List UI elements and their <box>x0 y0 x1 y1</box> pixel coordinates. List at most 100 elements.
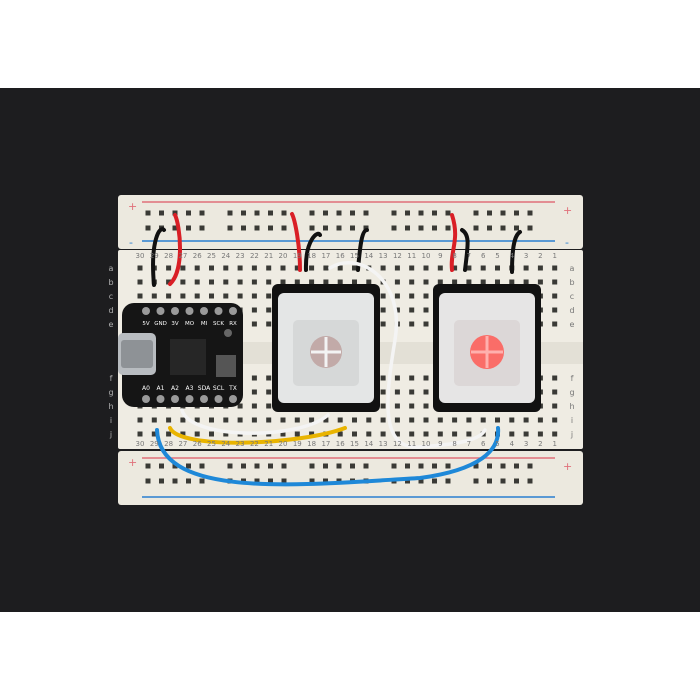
hole[interactable] <box>552 279 558 285</box>
rail-hole[interactable] <box>336 463 342 469</box>
hole[interactable] <box>151 417 157 423</box>
hole[interactable] <box>380 265 386 271</box>
hole[interactable] <box>552 417 558 423</box>
rail-hole[interactable] <box>514 478 519 484</box>
rail-hole[interactable] <box>268 463 273 469</box>
hole[interactable] <box>137 431 143 437</box>
hole[interactable] <box>537 417 543 423</box>
hole[interactable] <box>294 279 300 285</box>
hole[interactable] <box>394 375 400 381</box>
hole[interactable] <box>294 417 300 423</box>
rail-hole[interactable] <box>309 225 315 231</box>
rail-hole[interactable] <box>445 478 451 484</box>
hole[interactable] <box>223 279 229 285</box>
hole[interactable] <box>223 431 229 437</box>
hole[interactable] <box>523 431 529 437</box>
rail-hole[interactable] <box>145 478 151 484</box>
rail-hole[interactable] <box>227 225 233 231</box>
rail-hole[interactable] <box>432 478 437 484</box>
rail-hole[interactable] <box>432 210 437 216</box>
hole[interactable] <box>151 293 157 299</box>
hole[interactable] <box>552 431 558 437</box>
hole[interactable] <box>552 265 558 271</box>
hole[interactable] <box>466 431 472 437</box>
hole[interactable] <box>423 293 429 299</box>
hole[interactable] <box>266 417 272 423</box>
rail-hole[interactable] <box>405 478 410 484</box>
hole[interactable] <box>466 417 472 423</box>
hole[interactable] <box>423 417 429 423</box>
hole[interactable] <box>480 265 486 271</box>
rail-hole[interactable] <box>186 210 191 216</box>
hole[interactable] <box>194 279 200 285</box>
hole[interactable] <box>194 417 200 423</box>
hole[interactable] <box>380 417 386 423</box>
rail-hole[interactable] <box>281 225 287 231</box>
hole[interactable] <box>166 279 172 285</box>
hole[interactable] <box>251 293 257 299</box>
hole[interactable] <box>552 375 558 381</box>
hole[interactable] <box>352 265 357 271</box>
rail-hole[interactable] <box>432 463 437 469</box>
rail-hole[interactable] <box>350 210 355 216</box>
hole[interactable] <box>337 265 343 271</box>
rail-hole[interactable] <box>159 478 164 484</box>
hole[interactable] <box>266 279 272 285</box>
hole[interactable] <box>194 293 200 299</box>
hole[interactable] <box>552 321 558 327</box>
rail-hole[interactable] <box>445 463 451 469</box>
hole[interactable] <box>223 417 229 423</box>
hole[interactable] <box>251 389 257 395</box>
rail-hole[interactable] <box>527 478 533 484</box>
rail-hole[interactable] <box>281 463 287 469</box>
hole[interactable] <box>409 279 415 285</box>
hole[interactable] <box>394 265 400 271</box>
rail-hole[interactable] <box>309 463 315 469</box>
hole[interactable] <box>552 389 558 395</box>
rail-hole[interactable] <box>323 210 328 216</box>
hole[interactable] <box>323 265 329 271</box>
hole[interactable] <box>180 417 186 423</box>
hole[interactable] <box>394 403 400 409</box>
rail-hole[interactable] <box>254 225 260 231</box>
rail-hole[interactable] <box>254 478 260 484</box>
hole[interactable] <box>151 431 157 437</box>
hole[interactable] <box>280 279 286 285</box>
hole[interactable] <box>180 265 186 271</box>
hole[interactable] <box>323 417 329 423</box>
rail-hole[interactable] <box>241 210 246 216</box>
hole[interactable] <box>166 265 172 271</box>
rail-hole[interactable] <box>527 210 533 216</box>
rail-hole[interactable] <box>445 210 451 216</box>
hole[interactable] <box>137 293 143 299</box>
rail-hole[interactable] <box>145 225 151 231</box>
rail-hole[interactable] <box>514 225 519 231</box>
rail-hole[interactable] <box>363 463 369 469</box>
hole[interactable] <box>409 417 415 423</box>
hole[interactable] <box>166 417 172 423</box>
rail-hole[interactable] <box>391 210 397 216</box>
hole[interactable] <box>337 417 343 423</box>
rail-hole[interactable] <box>159 210 164 216</box>
hole[interactable] <box>394 417 400 423</box>
hole[interactable] <box>452 431 458 437</box>
rail-hole[interactable] <box>323 463 328 469</box>
rail-hole[interactable] <box>172 478 178 484</box>
hole[interactable] <box>423 403 429 409</box>
hole[interactable] <box>266 293 272 299</box>
rail-hole[interactable] <box>268 225 273 231</box>
hole[interactable] <box>352 279 357 285</box>
hole[interactable] <box>423 389 429 395</box>
rail-hole[interactable] <box>487 225 492 231</box>
rail-hole[interactable] <box>500 210 506 216</box>
hole[interactable] <box>409 307 415 313</box>
hole[interactable] <box>409 431 415 437</box>
rail-hole[interactable] <box>473 210 479 216</box>
rail-hole[interactable] <box>145 210 151 216</box>
rail-hole[interactable] <box>363 225 369 231</box>
hole[interactable] <box>194 265 200 271</box>
rail-hole[interactable] <box>514 463 519 469</box>
hole[interactable] <box>366 279 372 285</box>
hole[interactable] <box>437 431 443 437</box>
rail-hole[interactable] <box>199 463 205 469</box>
